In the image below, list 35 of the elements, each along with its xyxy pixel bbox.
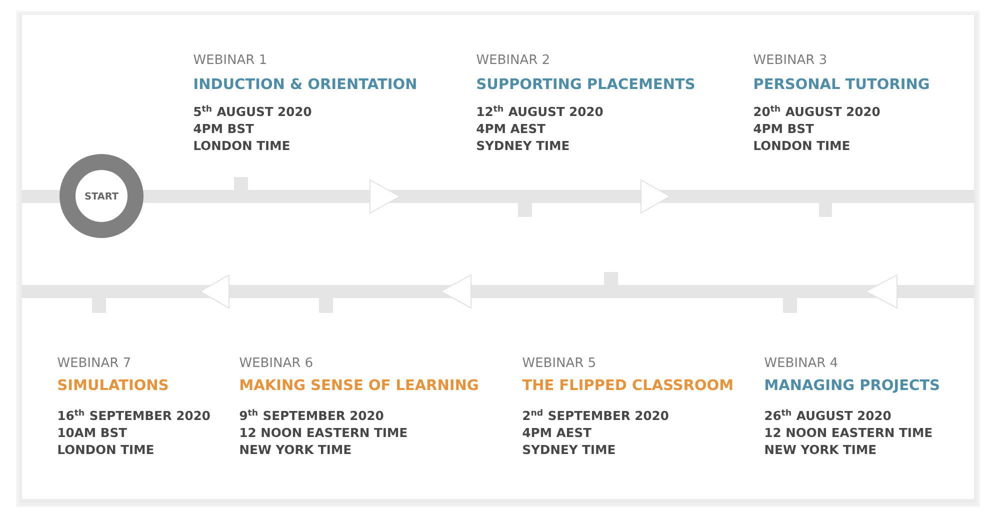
session-title: PERSONAL TUTORING (754, 78, 929, 90)
time-text: 4PM BST (754, 124, 814, 134)
time-text: 4PM AEST (522, 428, 592, 438)
webinar-label: WEBINAR 1 (194, 54, 266, 64)
session-title: MAKING SENSE OF LEARNING (240, 379, 478, 390)
webinar-label: WEBINAR 6 (240, 357, 312, 368)
time-text: 4PM BST (194, 124, 254, 134)
date-text: 12$^{th}$ AUGUST 2020 (478, 105, 603, 116)
timezone-text: LONDON TIME (194, 140, 290, 150)
date-text: 9$^{th}$ SEPTEMBER 2020 (240, 409, 384, 420)
session-title: SIMULATIONS (58, 379, 168, 390)
session-title: MANAGING PROJECTS (766, 379, 939, 393)
timezone-text: LONDON TIME (754, 140, 850, 150)
date-text: 20$^{th}$ AUGUST 2020 (754, 105, 880, 116)
date-text: 16$^{th}$ SEPTEMBER 2020 (58, 409, 210, 420)
webinar-label: WEBINAR 3 (754, 54, 826, 64)
time-text: 12 NOON EASTERN TIME (240, 428, 407, 438)
date-text: 26$^{th}$ AUGUST 2020 (765, 409, 891, 420)
date-text: 5$^{th}$ AUGUST 2020 (194, 105, 312, 116)
timezone-text: NEW YORK TIME (240, 444, 351, 454)
time-text: 12 NOON EASTERN TIME (766, 428, 932, 438)
timezone-text: LONDON TIME (58, 444, 154, 454)
webinar-label: WEBINAR 5 (522, 358, 595, 368)
time-text: 10AM BST (58, 428, 127, 438)
webinar-label: WEBINAR 7 (58, 358, 130, 367)
timezone-text: SYDNEY TIME (523, 444, 615, 454)
timezone-text: SYDNEY TIME (477, 140, 569, 150)
webinar-label: WEBINAR 2 (476, 54, 549, 64)
timezone-text: NEW YORK TIME (765, 444, 876, 454)
session-title: THE FLIPPED CLASSROOM (522, 379, 732, 390)
date-text: 2$^{nd}$ SEPTEMBER 2020 (523, 409, 668, 420)
session-title: INDUCTION & ORIENTATION (194, 78, 416, 90)
webinar-label: WEBINAR 4 (764, 358, 838, 367)
session-title: SUPPORTING PLACEMENTS (477, 78, 694, 90)
time-text: 4PM AEST (476, 124, 546, 134)
